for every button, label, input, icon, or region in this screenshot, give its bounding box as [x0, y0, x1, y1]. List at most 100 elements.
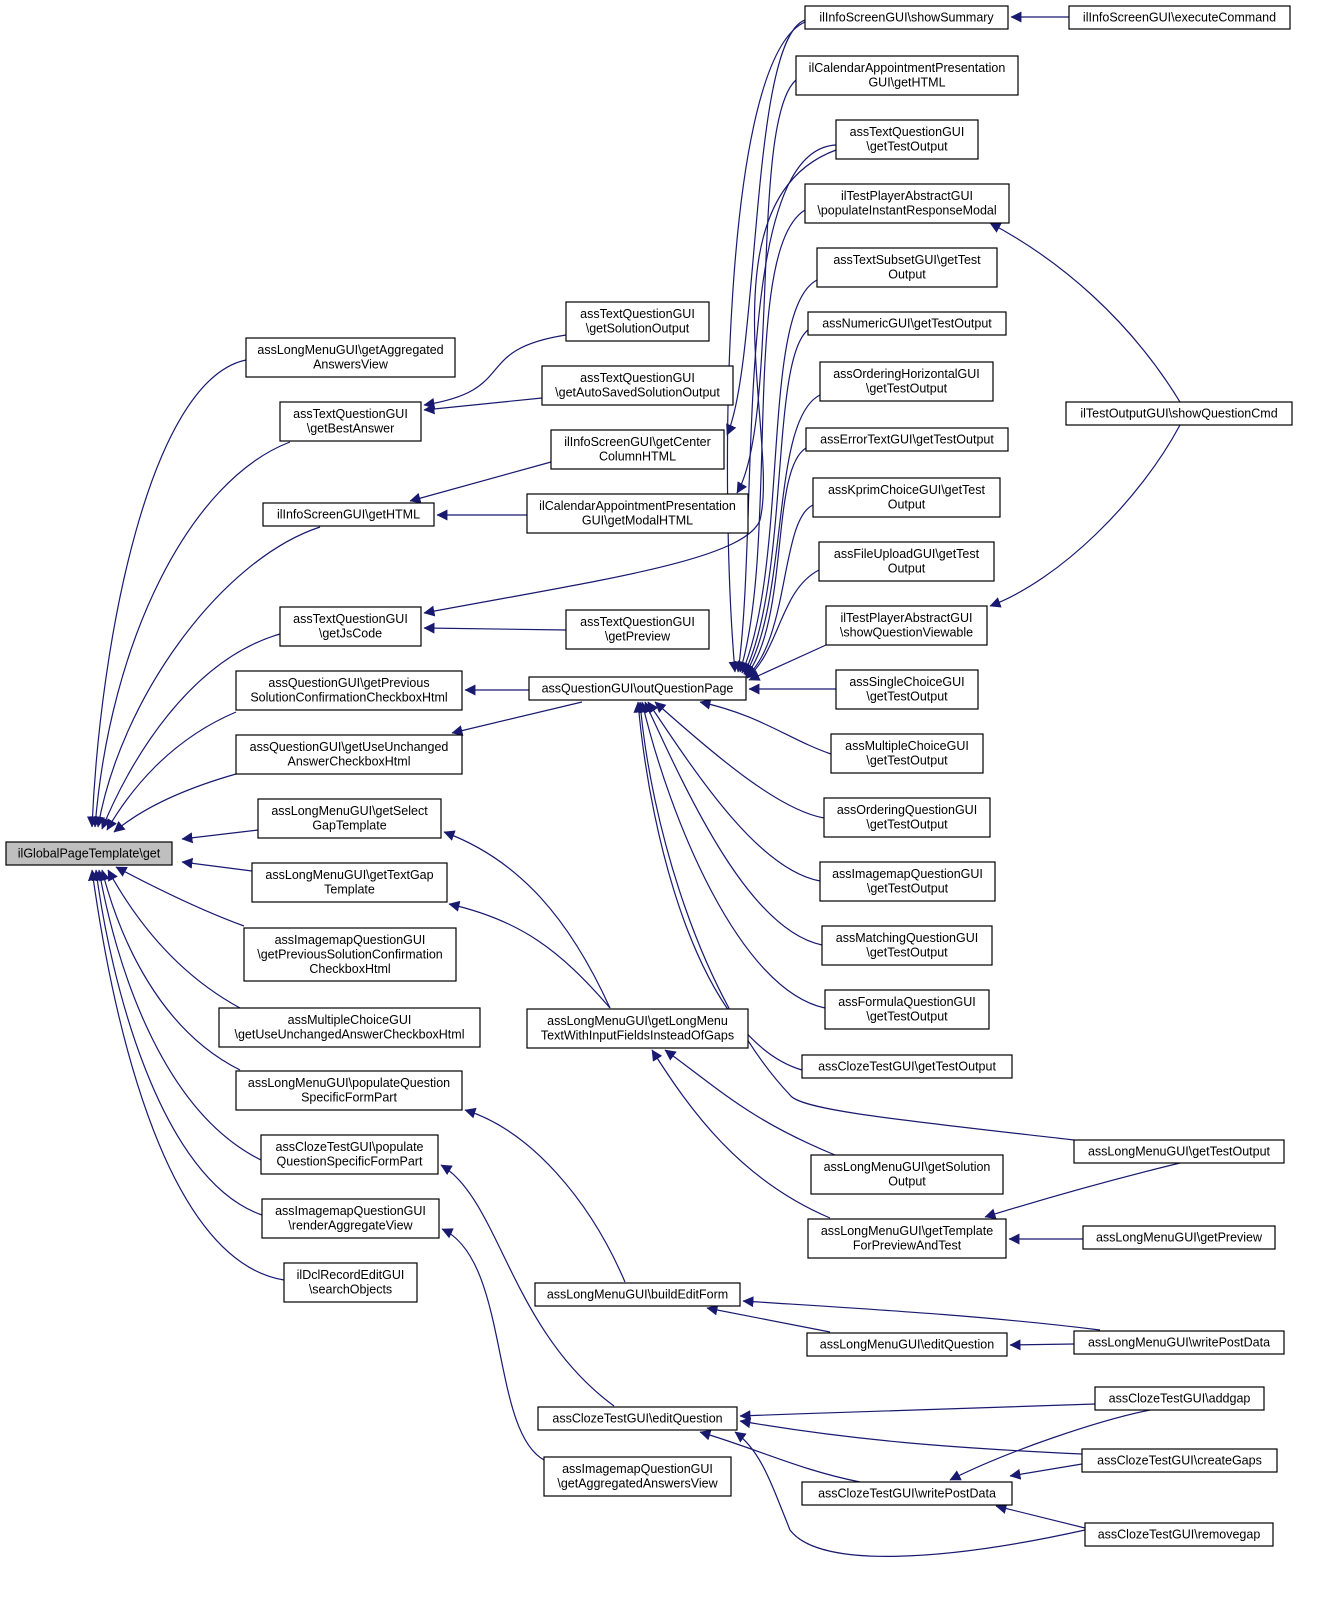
- node-lm_aggr[interactable]: assLongMenuGUI\getAggregatedAnswersView: [245, 337, 456, 378]
- node-lm_solution[interactable]: assLongMenuGUI\getSolutionOutput: [810, 1154, 1004, 1195]
- node-label-line: TextWithInputFieldsInsteadOfGaps: [541, 1029, 734, 1043]
- node-box: [283, 1262, 418, 1303]
- node-box: [218, 1007, 481, 1048]
- node-label-line: assLongMenuGUI\getTestOutput: [1088, 1144, 1271, 1158]
- node-tp_show[interactable]: ilTestPlayerAbstractGUI\showQuestionView…: [825, 605, 988, 646]
- node-box: [812, 477, 1001, 518]
- edge-lm_editq-to-lm_build: [706, 1304, 831, 1333]
- node-label-line: Output: [888, 268, 926, 282]
- node-num_test[interactable]: assNumericGUI\getTestOutput: [807, 311, 1007, 336]
- node-label-line: assLongMenuGUI\editQuestion: [820, 1337, 994, 1351]
- node-qg_out[interactable]: assQuestionGUI\outQuestionPage: [528, 676, 747, 701]
- edge-qg_out-to-qg_unch: [451, 701, 583, 736]
- node-ct_create[interactable]: assClozeTestGUI\createGaps: [1081, 1448, 1278, 1473]
- node-is_summary[interactable]: ilInfoScreenGUI\showSummary: [804, 5, 1009, 30]
- node-tq_sol[interactable]: assTextQuestionGUI\getSolutionOutput: [565, 301, 710, 342]
- node-label-line: \getPreview: [605, 630, 671, 644]
- node-lm_template[interactable]: assLongMenuGUI\getTemplateForPreviewAndT…: [807, 1218, 1007, 1259]
- node-box: [245, 337, 456, 378]
- node-mc_unch[interactable]: assMultipleChoiceGUI\getUseUnchangedAnsw…: [218, 1007, 481, 1048]
- node-is_exec[interactable]: ilInfoScreenGUI\executeCommand: [1068, 5, 1291, 30]
- edge-is_summary-to-is_center: [726, 19, 806, 436]
- node-label-line: assImagemapQuestionGUI: [832, 867, 983, 881]
- node-im_aggr[interactable]: assImagemapQuestionGUI\getAggregatedAnsw…: [543, 1456, 732, 1497]
- node-tq_test[interactable]: assTextQuestionGUI\getTestOutput: [835, 119, 979, 160]
- node-box: [534, 1282, 741, 1307]
- node-label-line: assTextQuestionGUI: [580, 307, 695, 321]
- node-ct_edit[interactable]: assClozeTestGUI\editQuestion: [537, 1406, 738, 1431]
- node-box: [262, 502, 435, 527]
- node-lm_editq[interactable]: assLongMenuGUI\editQuestion: [806, 1332, 1008, 1357]
- node-label-line: assMultipleChoiceGUI: [288, 1013, 412, 1027]
- node-ct_write[interactable]: assClozeTestGUI\writePostData: [801, 1481, 1013, 1506]
- node-label-line: \getSolutionOutput: [586, 322, 690, 336]
- edge-qg_unch-to-root: [113, 773, 237, 833]
- node-ct_addgap[interactable]: assClozeTestGUI\addgap: [1094, 1386, 1265, 1411]
- node-kp_test[interactable]: assKprimChoiceGUI\getTestOutput: [812, 477, 1001, 518]
- node-box: [235, 670, 463, 711]
- node-mc_test[interactable]: assMultipleChoiceGUI\getTestOutput: [830, 733, 984, 774]
- node-oh_test[interactable]: assOrderingHorizontalGUI\getTestOutput: [819, 361, 994, 402]
- node-label-line: ilCalendarAppointmentPresentation: [809, 61, 1006, 75]
- node-lm_build[interactable]: assLongMenuGUI\buildEditForm: [534, 1282, 741, 1307]
- node-ct_pop[interactable]: assClozeTestGUI\populateQuestionSpecific…: [260, 1134, 439, 1175]
- edge-ct_create-to-ct_edit: [739, 1417, 1083, 1455]
- node-sc_test[interactable]: assSingleChoiceGUI\getTestOutput: [835, 669, 979, 710]
- node-label-line: \getTestOutput: [866, 946, 948, 960]
- node-tp_instant[interactable]: ilTestPlayerAbstractGUI\populateInstantR…: [804, 183, 1010, 224]
- edge-to_show-to-tp_show: [989, 424, 1181, 608]
- node-ts_test[interactable]: assTextSubsetGUI\getTestOutput: [816, 247, 998, 288]
- edge-tq_test-to-qg_out: [734, 144, 837, 673]
- node-box: [1084, 1522, 1274, 1547]
- node-box: [825, 605, 988, 646]
- node-label-line: assTextQuestionGUI: [293, 612, 408, 626]
- node-box: [257, 798, 442, 839]
- node-lm_preview[interactable]: assLongMenuGUI\getPreview: [1082, 1225, 1276, 1250]
- node-im_test[interactable]: assImagemapQuestionGUI\getTestOutput: [819, 861, 996, 902]
- node-to_show[interactable]: ilTestOutputGUI\showQuestionCmd: [1065, 401, 1293, 426]
- node-label-line: \populateInstantResponseModal: [817, 204, 996, 218]
- node-label-line: \searchObjects: [309, 1283, 392, 1297]
- node-im_render[interactable]: assImagemapQuestionGUI\renderAggregateVi…: [261, 1198, 440, 1239]
- node-box: [235, 1070, 463, 1111]
- edge-ct_test-to-qg_out: [633, 701, 803, 1071]
- node-im_prev[interactable]: assImagemapQuestionGUI\getPreviousSoluti…: [243, 927, 457, 982]
- node-tq_best[interactable]: assTextQuestionGUI\getBestAnswer: [279, 401, 422, 442]
- node-lm_longmenu[interactable]: assLongMenuGUI\getLongMenuTextWithInputF…: [526, 1008, 749, 1049]
- node-ct_test[interactable]: assClozeTestGUI\getTestOutput: [801, 1054, 1013, 1079]
- node-cal_html[interactable]: ilCalendarAppointmentPresentationGUI\get…: [795, 55, 1019, 96]
- node-cal_modal[interactable]: ilCalendarAppointmentPresentationGUI\get…: [526, 493, 749, 534]
- node-ct_remove[interactable]: assClozeTestGUI\removegap: [1084, 1522, 1274, 1547]
- edge-tp_instant-to-qg_out: [737, 209, 806, 673]
- node-label-line: assNumericGUI\getTestOutput: [822, 316, 992, 330]
- node-ma_test[interactable]: assMatchingQuestionGUI\getTestOutput: [821, 925, 993, 966]
- node-tq_auto[interactable]: assTextQuestionGUI\getAutoSavedSolutionO…: [541, 365, 734, 406]
- node-box: [261, 1198, 440, 1239]
- edge-dcl_search-to-root: [87, 869, 285, 1281]
- node-fu_test[interactable]: assFileUploadGUI\getTestOutput: [818, 541, 995, 582]
- node-root[interactable]: ilGlobalPageTemplate\get: [5, 841, 173, 866]
- node-box: [795, 55, 1019, 96]
- node-label-line: assImagemapQuestionGUI: [275, 1204, 426, 1218]
- node-label-line: GapTemplate: [312, 819, 386, 833]
- node-dcl_search[interactable]: ilDclRecordEditGUI\searchObjects: [283, 1262, 418, 1303]
- node-label-line: assLongMenuGUI\getTextGap: [265, 868, 433, 882]
- node-qg_unch[interactable]: assQuestionGUI\getUseUnchangedAnswerChec…: [235, 734, 463, 775]
- node-label-line: assClozeTestGUI\editQuestion: [552, 1411, 722, 1425]
- node-lm_pop[interactable]: assLongMenuGUI\populateQuestionSpecificF…: [235, 1070, 463, 1111]
- node-fo_test[interactable]: assFormulaQuestionGUI\getTestOutput: [824, 989, 990, 1030]
- node-is_html[interactable]: ilInfoScreenGUI\getHTML: [262, 502, 435, 527]
- node-lm_write[interactable]: assLongMenuGUI\writePostData: [1073, 1330, 1285, 1355]
- node-lm_test[interactable]: assLongMenuGUI\getTestOutput: [1073, 1139, 1285, 1164]
- node-box: [526, 493, 749, 534]
- node-tq_js[interactable]: assTextQuestionGUI\getJsCode: [279, 606, 422, 647]
- node-et_test[interactable]: assErrorTextGUI\getTestOutput: [805, 427, 1009, 452]
- edge-ct_create-to-ct_write: [1009, 1463, 1083, 1480]
- node-label-line: ilInfoScreenGUI\getHTML: [277, 507, 420, 521]
- node-qg_prev[interactable]: assQuestionGUI\getPreviousSolutionConfir…: [235, 670, 463, 711]
- node-tq_preview[interactable]: assTextQuestionGUI\getPreview: [565, 609, 710, 650]
- node-oq_test[interactable]: assOrderingQuestionGUI\getTestOutput: [823, 797, 991, 838]
